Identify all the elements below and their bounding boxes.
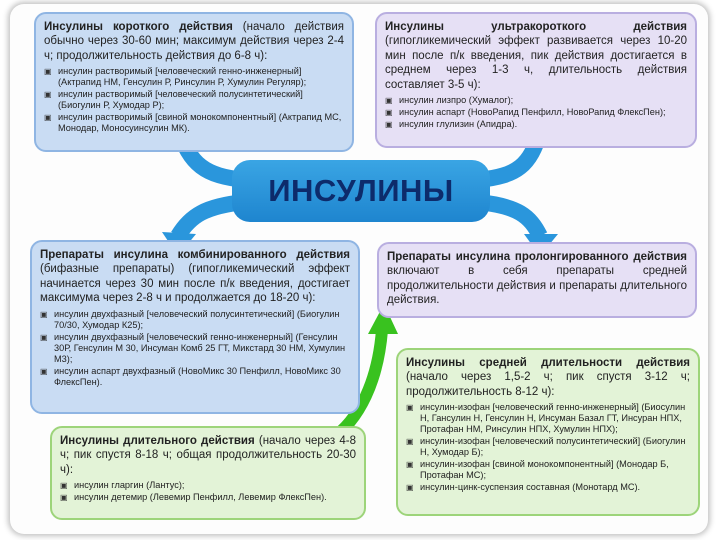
- short-acting-heading: Инсулины короткого действия (начало дейс…: [44, 21, 344, 62]
- medium-acting-card: Инсулины средней длительности действия (…: [396, 348, 700, 516]
- list-item: ▣инсулин аспарт (НовоРапид Пенфилл, Ново…: [385, 106, 666, 117]
- pill-icon: ▣: [385, 107, 393, 117]
- list-item: ▣инсулин растворимый [человеческий генно…: [44, 66, 307, 88]
- ultra-short-card: Инсулины ультракороткого действия (гипог…: [375, 12, 697, 148]
- short-acting-card: Инсулины короткого действия (начало дейс…: [34, 12, 354, 152]
- long-acting-card: Инсулины длительного действия (начало че…: [50, 426, 366, 520]
- list-item: ▣инсулин-изофан [человеческий полусинтет…: [406, 436, 686, 458]
- medium-acting-heading: Инсулины средней длительности действия (…: [406, 357, 690, 398]
- pill-icon: ▣: [44, 90, 52, 100]
- list-item: ▣инсулин двухфазный [человеческий полуси…: [40, 308, 340, 330]
- green-arrow-head: [368, 304, 398, 334]
- combined-heading: Препараты инсулина комбинированного дейс…: [40, 249, 350, 305]
- list-item: ▣инсулин гларгин (Лантус);: [60, 480, 185, 491]
- ultra-short-heading: Инсулины ультракороткого действия (гипог…: [385, 21, 687, 91]
- list-item: ▣инсулин аспарт двухфазный (НовоМикс 30 …: [40, 365, 341, 387]
- list-item: ▣инсулин растворимый [человеческий полус…: [44, 89, 303, 111]
- pill-icon: ▣: [406, 437, 414, 447]
- pill-icon: ▣: [406, 483, 414, 493]
- prolonged-card: Препараты инсулина пролонгированного дей…: [377, 242, 697, 318]
- pill-icon: ▣: [40, 366, 48, 376]
- list-item: ▣инсулин-изофан [свиной монокомпонентный…: [406, 459, 669, 481]
- list-item: ▣инсулин детемир (Левемир Пенфилл, Левем…: [60, 492, 327, 503]
- list-item: ▣инсулин лизпро (Хумалог);: [385, 94, 514, 105]
- pill-icon: ▣: [40, 332, 48, 342]
- pill-icon: ▣: [44, 113, 52, 123]
- prolonged-heading: Препараты инсулина пролонгированного дей…: [387, 251, 687, 307]
- pill-icon: ▣: [406, 460, 414, 470]
- pill-icon: ▣: [385, 119, 393, 129]
- pill-icon: ▣: [385, 95, 393, 105]
- long-acting-heading: Инсулины длительного действия (начало че…: [60, 435, 356, 476]
- pill-icon: ▣: [60, 493, 68, 503]
- list-item: ▣инсулин-цинк-суспензия составная (Монот…: [406, 482, 641, 493]
- list-item: ▣инсулин глулизин (Апидра).: [385, 118, 518, 129]
- hub-title-text: ИНСУЛИНЫ: [268, 173, 454, 208]
- list-item: ▣инсулин растворимый [свиной монокомпоне…: [44, 112, 342, 134]
- combined-card: Препараты инсулина комбинированного дейс…: [30, 240, 360, 414]
- pill-icon: ▣: [406, 403, 414, 413]
- list-item: ▣инсулин-изофан [человеческий генно-инже…: [406, 402, 686, 435]
- pill-icon: ▣: [60, 481, 68, 491]
- pill-icon: ▣: [44, 67, 52, 77]
- list-item: ▣инсулин двухфазный [человеческий генно-…: [40, 331, 346, 364]
- pill-icon: ▣: [40, 309, 48, 319]
- hub-title: ИНСУЛИНЫ: [232, 160, 490, 222]
